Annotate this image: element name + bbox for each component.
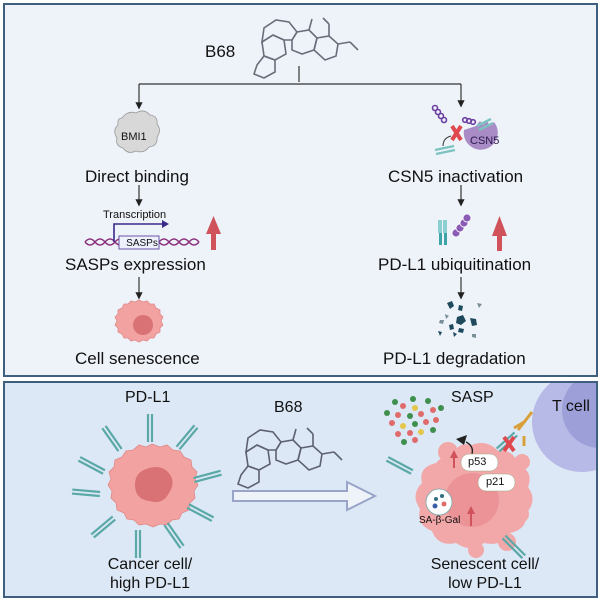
csn5-label: CSN5 bbox=[470, 135, 500, 147]
mechanism-panel: B68 BMI1 Direct binding Transcription SA… bbox=[3, 3, 598, 377]
p21-badge bbox=[477, 473, 516, 492]
senescent-cell-icon bbox=[114, 299, 164, 343]
senescent-cell-label-line2: low PD-L1 bbox=[448, 575, 522, 592]
t-cell-icon bbox=[532, 383, 596, 472]
bmi1-label: BMI1 bbox=[121, 131, 147, 143]
sasp-label: SASP bbox=[451, 389, 494, 406]
blocked-pd1-interaction-icon bbox=[502, 411, 534, 453]
sa-beta-gal-label: SA-β-Gal bbox=[419, 515, 461, 526]
t-cell-label: T cell bbox=[552, 398, 590, 415]
sasps-up-arrow-icon bbox=[206, 216, 221, 250]
b68-structure-icon bbox=[253, 17, 359, 79]
ubiquitination-up-arrow-icon bbox=[492, 216, 507, 251]
sasps-expression-label: SASPs expression bbox=[65, 255, 206, 274]
sasps-gene-label: SASPs bbox=[126, 238, 158, 249]
pdl1-ubiquitin-icon bbox=[438, 213, 472, 245]
treatment-arrow-icon bbox=[232, 480, 378, 512]
compound-label-top: B68 bbox=[205, 42, 236, 61]
p53-badge bbox=[460, 453, 499, 472]
cellular-graphics bbox=[71, 383, 596, 559]
senescent-cell-label: Senescent cell/ low PD-L1 bbox=[405, 555, 565, 593]
cellular-effect-panel: PD-L1 B68 Cancer cell/ high PD-L1 SASP T… bbox=[3, 381, 598, 598]
mechanism-graphics bbox=[84, 17, 507, 343]
transcription-label: Transcription bbox=[103, 209, 167, 221]
cell-senescence-label: Cell senescence bbox=[75, 349, 200, 368]
csn5-inactivation-label: CSN5 inactivation bbox=[388, 167, 524, 186]
p21-label: p21 bbox=[486, 476, 505, 488]
pdl1-label: PD-L1 bbox=[125, 389, 171, 406]
senescent-cell-large-icon bbox=[415, 435, 533, 558]
pdl1-ubiquitination-label: PD-L1 ubiquitination bbox=[378, 255, 532, 274]
sasps-gene-box bbox=[118, 235, 160, 250]
senescent-cell-label-line1: Senescent cell/ bbox=[430, 556, 540, 573]
compound-label-bottom: B68 bbox=[274, 399, 303, 416]
pdl1-receptors-icon bbox=[71, 414, 222, 558]
cancer-cell-icon bbox=[107, 443, 199, 528]
b68-structure-icon bbox=[237, 427, 343, 489]
csn5-complex-icon bbox=[431, 104, 498, 156]
cancer-cell-label-line1: Cancer cell/ bbox=[107, 556, 193, 573]
p53-label: p53 bbox=[468, 456, 487, 468]
sasp-dots-icon bbox=[384, 396, 444, 445]
cancer-cell-label: Cancer cell/ high PD-L1 bbox=[5, 555, 295, 593]
pdl1-fragments-icon bbox=[438, 301, 482, 338]
cancer-cell-label-line2: high PD-L1 bbox=[109, 575, 191, 592]
bmi1-protein-icon bbox=[114, 110, 160, 153]
pdl1-degradation-label: PD-L1 degradation bbox=[383, 349, 526, 368]
direct-binding-label: Direct binding bbox=[85, 167, 189, 186]
transcription-arrow-icon bbox=[113, 223, 165, 242]
